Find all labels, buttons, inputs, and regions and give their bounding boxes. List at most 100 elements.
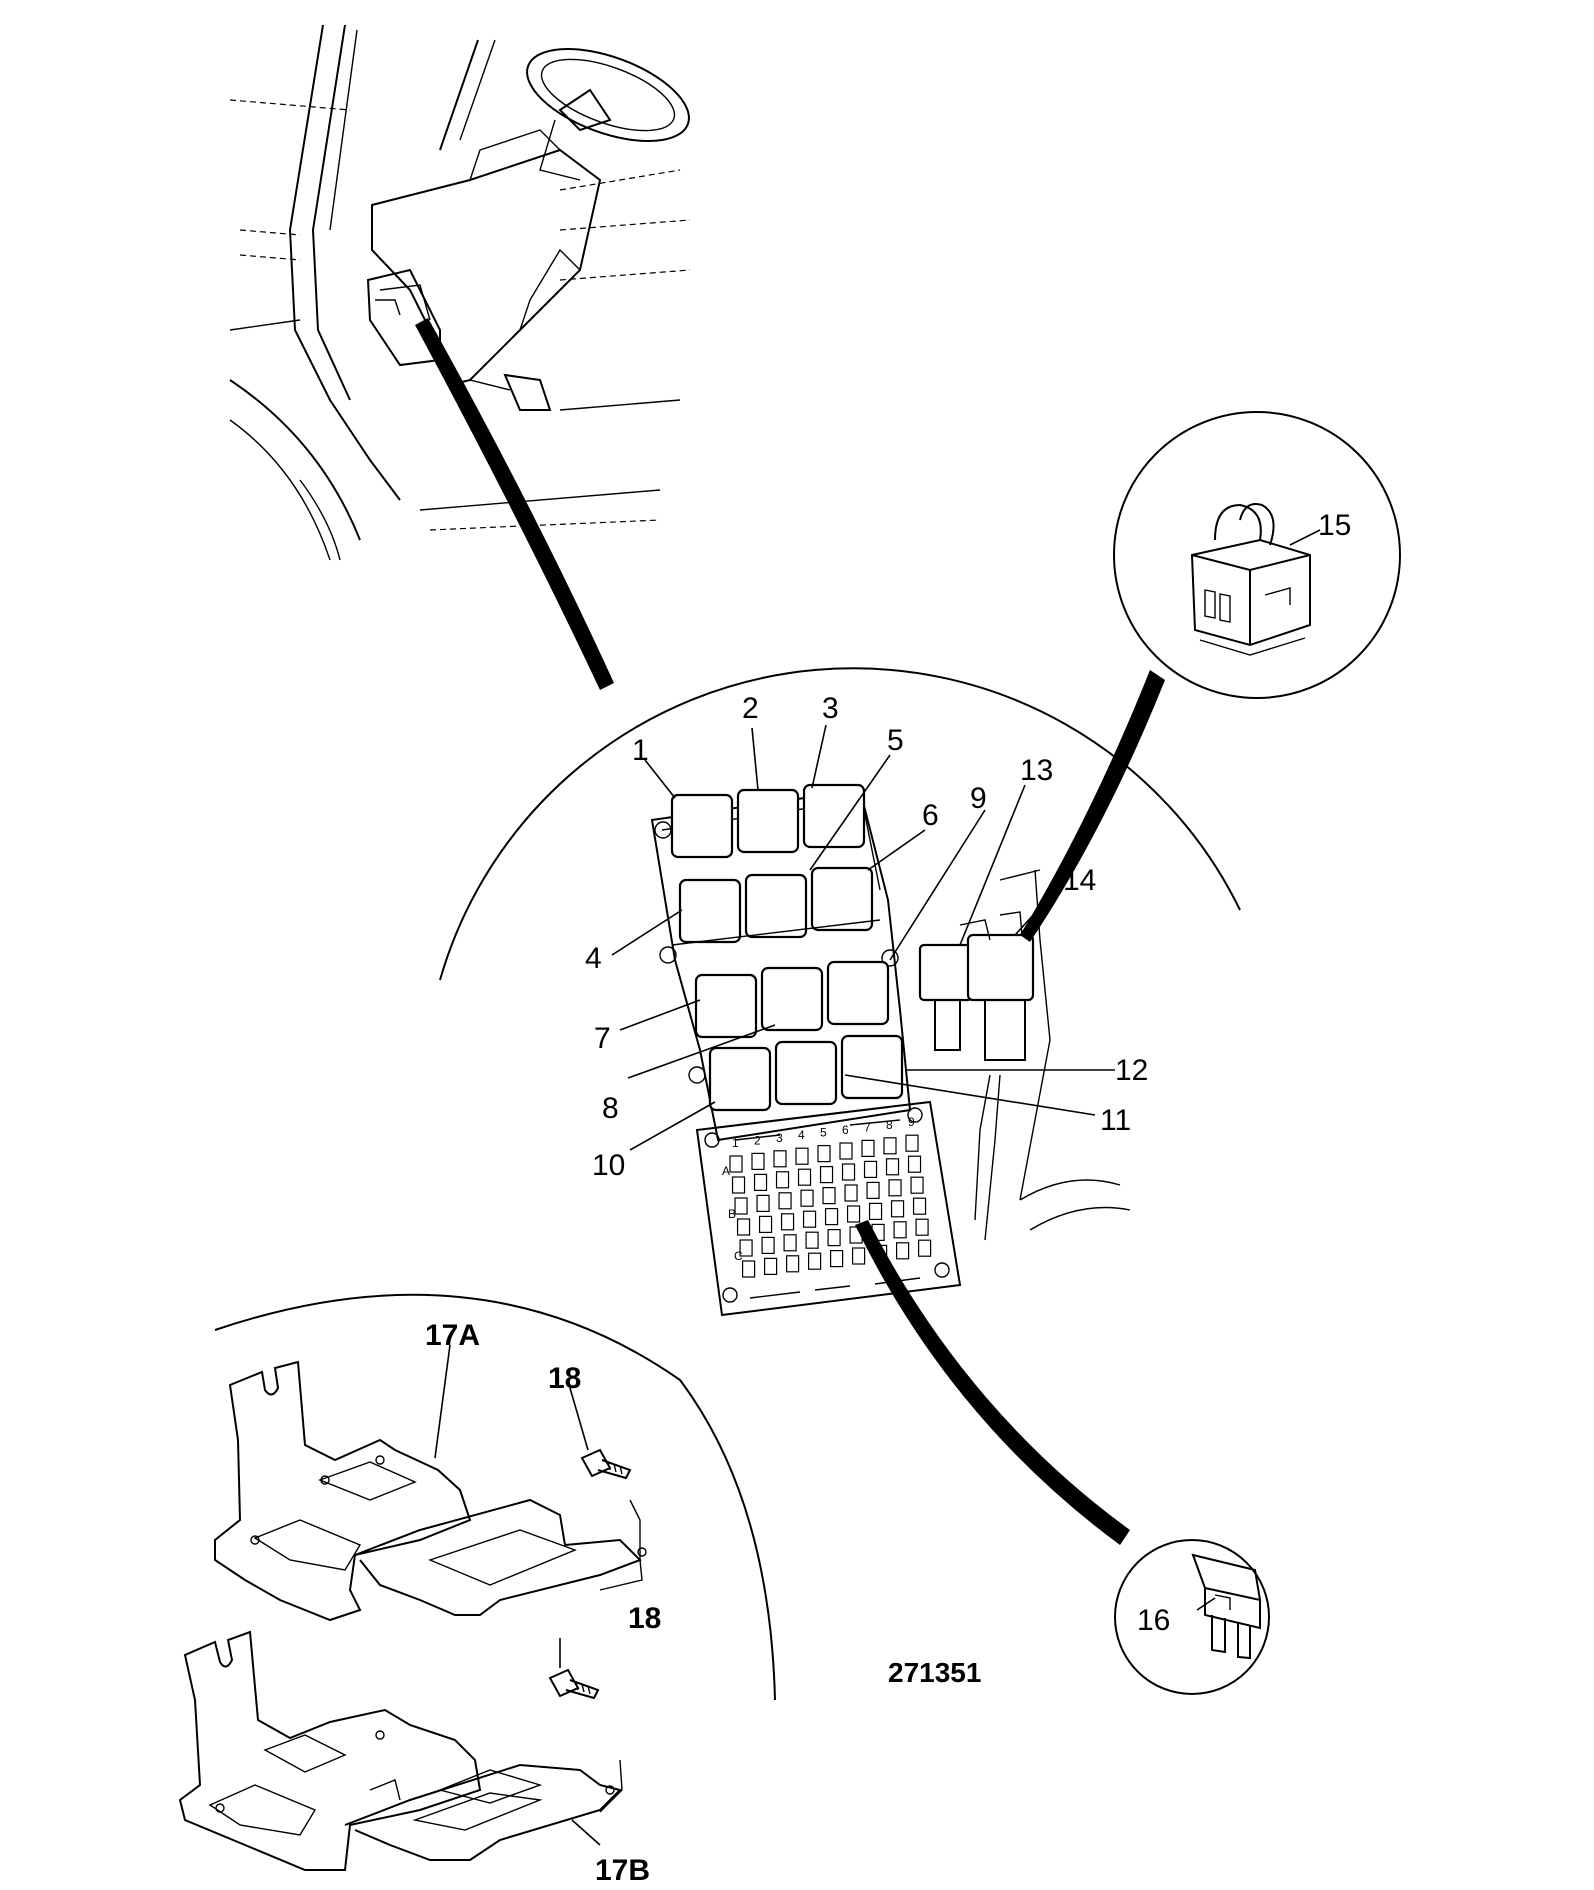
bracket-17a-drawing	[214, 1360, 647, 1622]
fuse-slot	[780, 1213, 795, 1231]
relay-12	[840, 1034, 904, 1100]
detail-circle-brackets	[214, 1293, 776, 1701]
callout-6: 6	[922, 799, 939, 832]
fuse-slot	[741, 1260, 756, 1278]
pointer-to-relay-detail	[1020, 670, 1165, 942]
relay-9	[826, 960, 890, 1026]
callout-5: 5	[887, 724, 904, 757]
fuse-slot	[822, 1186, 836, 1205]
fuse-slot	[753, 1173, 768, 1192]
pointer-to-fuse-detail	[855, 1220, 1130, 1545]
callout-18-lower: 18	[628, 1602, 661, 1635]
cab-interior-view	[229, 24, 691, 561]
fuse-slot	[824, 1207, 839, 1226]
leader-lines	[434, 529, 1321, 1846]
fuse-column-label-8: 8	[886, 1118, 893, 1132]
fuse-slot	[731, 1176, 746, 1194]
fuse-slot	[907, 1155, 922, 1173]
fuse-slot	[734, 1197, 748, 1215]
fuse-slot	[841, 1163, 856, 1181]
fuse-column-label-4: 4	[798, 1128, 805, 1142]
fuse-row-label-c: C	[734, 1249, 743, 1263]
bracket-17b-drawing	[178, 1630, 623, 1871]
fuse-column-label-1: 1	[732, 1136, 739, 1150]
callout-3: 3	[822, 692, 839, 725]
relay-1	[670, 793, 734, 859]
relay-2	[736, 788, 800, 854]
fuse-slot	[890, 1200, 905, 1218]
fuse-slot	[917, 1239, 932, 1257]
callout-7: 7	[594, 1022, 611, 1055]
callout-16: 16	[1137, 1604, 1170, 1637]
figure-number: 271351	[888, 1657, 981, 1688]
fuse-slot	[829, 1249, 844, 1268]
fuse-slot	[805, 1231, 819, 1249]
bolt-18-lower	[548, 1668, 600, 1700]
fuse-row-label-b: B	[728, 1207, 736, 1221]
fuse-slot	[756, 1194, 770, 1213]
relay-7	[694, 973, 758, 1039]
relay-15-drawing	[1190, 503, 1311, 656]
fuse-column-label-6: 6	[842, 1123, 849, 1137]
callout-15: 15	[1318, 509, 1351, 542]
fuse-column-label-2: 2	[754, 1133, 761, 1147]
fuse-slot	[844, 1184, 858, 1202]
fuse-row-label-a: A	[722, 1164, 730, 1178]
relay-8	[760, 966, 824, 1032]
callout-18-upper: 18	[548, 1362, 581, 1395]
fuse-slot	[905, 1134, 919, 1152]
fuse-slot	[827, 1228, 841, 1247]
bolt-18-upper	[580, 1448, 632, 1480]
relay-13	[918, 943, 974, 1002]
fuse-slot	[807, 1252, 822, 1270]
fuse-slot	[797, 1168, 812, 1186]
fuse-slot	[851, 1247, 866, 1265]
fuse-slot	[866, 1181, 880, 1200]
callout-12: 12	[1115, 1054, 1148, 1087]
fuse-slot	[800, 1189, 814, 1207]
callout-1: 1	[632, 734, 649, 767]
callout-14: 14	[1063, 864, 1096, 897]
detail-circle-relay	[1113, 411, 1401, 699]
detail-circle-fuse	[1114, 1539, 1270, 1695]
fuse-slot	[888, 1179, 902, 1197]
fuse-slot	[761, 1236, 775, 1255]
callout-17b: 17B	[595, 1854, 650, 1887]
fuse-slot	[751, 1152, 765, 1171]
fuse-slot	[863, 1160, 878, 1179]
fuse-slot	[795, 1147, 809, 1165]
callout-2: 2	[742, 692, 759, 725]
relay-14	[966, 933, 1035, 1002]
fuse-slot	[915, 1218, 929, 1236]
fuse-slot	[846, 1205, 861, 1223]
fuse-slot	[868, 1202, 883, 1221]
fuse-column-label-3: 3	[776, 1131, 783, 1145]
relay-6	[810, 866, 874, 932]
relay-4	[678, 878, 742, 944]
callout-9: 9	[970, 782, 987, 815]
callout-10: 10	[592, 1149, 625, 1182]
fuse-slot	[839, 1142, 853, 1160]
fuse-column-label-5: 5	[820, 1126, 827, 1140]
fuse-slot	[785, 1255, 800, 1273]
fuse-column-label-9: 9	[908, 1115, 915, 1129]
fuse-slot	[895, 1242, 910, 1260]
pointer-cab-to-fusebox	[415, 318, 614, 690]
fuse-slot	[783, 1234, 797, 1252]
relay-3	[802, 783, 866, 849]
relay-10	[708, 1046, 772, 1112]
fuse-slot	[763, 1257, 778, 1276]
fuse-slot	[912, 1197, 927, 1215]
blade-fuse-16-drawing	[1191, 1553, 1262, 1660]
fuse-slot	[739, 1239, 753, 1257]
callout-4: 4	[585, 942, 602, 975]
fuse-slot	[910, 1176, 924, 1194]
fuse-slot	[778, 1192, 792, 1210]
fuse-slot	[736, 1218, 751, 1236]
fuse-slot	[729, 1155, 743, 1173]
fuse-slot	[861, 1139, 875, 1158]
callout-8: 8	[602, 1092, 619, 1125]
